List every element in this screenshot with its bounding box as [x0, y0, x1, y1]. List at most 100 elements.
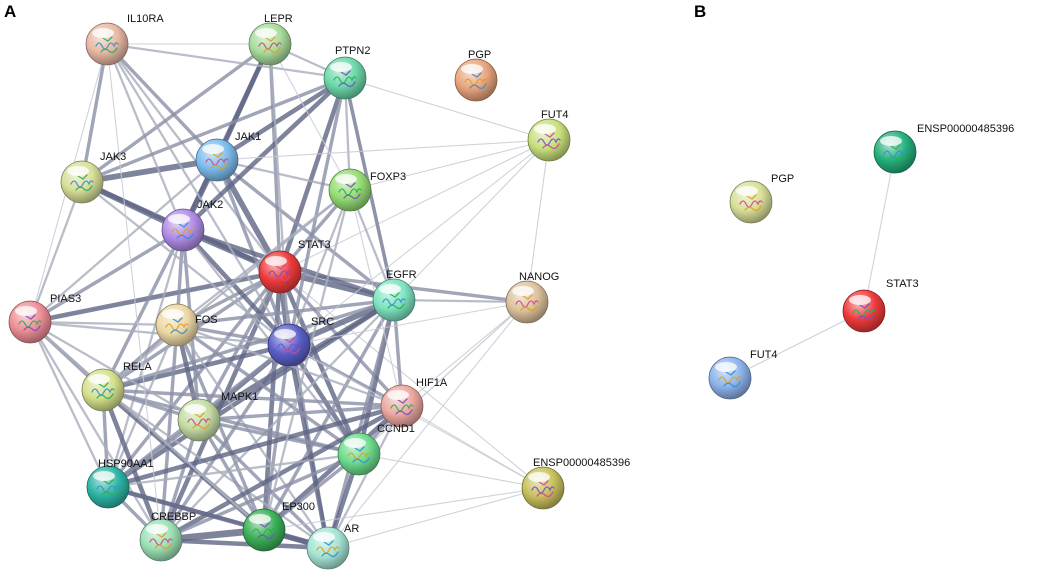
node-fut4[interactable]: FUT4	[527, 109, 571, 162]
edge-jak1-pias3	[29, 159, 218, 323]
edge-egfr-ep300	[262, 299, 396, 531]
protein-structure-icon	[252, 528, 276, 536]
edge-jak2-hsp90aa1	[106, 229, 185, 488]
protein-structure-icon	[176, 222, 194, 240]
node-ar[interactable]: AR	[306, 523, 359, 570]
bubble-highlight	[880, 136, 902, 146]
bubble-highlight	[274, 329, 296, 339]
node-hsp90aa1[interactable]: HSP90AA1	[86, 458, 154, 509]
edge-egfr-nanog	[393, 298, 528, 304]
node-fos[interactable]: FOS	[155, 303, 218, 347]
node-label: SRC	[311, 316, 334, 328]
protein-structure-icon	[883, 150, 907, 158]
node-label: STAT3	[886, 278, 919, 290]
edge-egfr-crebbp	[160, 299, 395, 541]
node-ccnd1[interactable]: CCND1	[337, 423, 415, 476]
protein-structure-icon	[744, 194, 762, 212]
node-src[interactable]: SRC	[267, 316, 334, 367]
node-ensp00000485396[interactable]: ENSP00000485396	[873, 123, 1014, 174]
node-stat3[interactable]: STAT3	[258, 239, 331, 294]
node-jak3[interactable]: JAK3	[60, 151, 126, 204]
edge-foxp3-fos	[176, 189, 351, 326]
panel-a-letter: A	[4, 2, 16, 21]
edge-hif1a-ar	[326, 405, 404, 549]
protein-structure-icon	[100, 36, 118, 54]
node-hif1a[interactable]: HIF1A	[380, 377, 448, 428]
bubble-highlight	[184, 404, 206, 414]
node-label: EGFR	[386, 269, 417, 281]
protein-structure-icon	[205, 158, 229, 166]
protein-structure-icon	[154, 532, 172, 550]
edge-ccnd1-crebbp	[160, 452, 360, 542]
edge-jak1-ptpn2	[215, 76, 347, 162]
protein-structure-icon	[469, 72, 487, 90]
edge-hif1a-hsp90aa1	[107, 403, 403, 490]
node-lepr[interactable]: LEPR	[248, 13, 293, 66]
edge-hif1a-nanog	[401, 301, 528, 407]
node-egfr[interactable]: EGFR	[372, 269, 417, 322]
node-ep300[interactable]: EP300	[242, 501, 315, 552]
node-pgp[interactable]: PGP	[729, 173, 794, 224]
node-label: RELA	[123, 361, 152, 373]
protein-structure-icon	[70, 180, 94, 188]
edge-jak2-src	[181, 228, 291, 347]
node-foxp3[interactable]: FOXP3	[328, 168, 406, 212]
bubble-highlight	[736, 186, 758, 196]
edge-fut4-src	[288, 139, 550, 346]
node-nanog[interactable]: NANOG	[505, 271, 559, 324]
bubble-highlight	[849, 295, 871, 305]
protein-structure-icon	[96, 382, 114, 400]
node-ensp00000485396[interactable]: ENSP00000485396	[521, 457, 630, 510]
edge-fut4-egfr	[393, 139, 550, 301]
edge-jak2-rela	[101, 229, 185, 391]
edge-hif1a-ep300	[262, 404, 404, 532]
node-jak1[interactable]: JAK1	[195, 131, 261, 182]
protein-structure-icon	[96, 485, 120, 493]
node-rela[interactable]: RELA	[81, 361, 152, 412]
edge-hif1a-crebbp	[159, 403, 404, 543]
edge-rela-ar	[102, 389, 329, 549]
edge-nanog-src	[288, 301, 528, 346]
protein-structure-icon	[536, 480, 554, 498]
node-il10ra[interactable]: IL10RA	[85, 13, 164, 66]
protein-structure-icon	[515, 300, 539, 308]
node-pgp[interactable]: PGP	[454, 49, 498, 102]
node-mapk1[interactable]: MAPK1	[177, 391, 258, 442]
protein-structure-icon	[852, 309, 876, 317]
bubble-highlight	[528, 472, 550, 482]
bubble-highlight	[379, 284, 401, 294]
node-label: JAK1	[235, 131, 261, 143]
edge-hsp90aa1-pias3	[28, 321, 110, 488]
edge-jak3-lepr	[80, 42, 272, 184]
node-jak2[interactable]: JAK2	[161, 199, 223, 252]
protein-structure-icon	[382, 298, 406, 306]
node-crebbp[interactable]: CREBBP	[139, 511, 196, 562]
edge-fos-pias3	[29, 320, 178, 327]
edge-crebbp-pias3	[29, 321, 162, 541]
edge-egfr-hsp90aa1	[106, 298, 396, 489]
node-label: AR	[344, 523, 359, 535]
edge-pias3-ep300	[29, 321, 265, 531]
node-stat3[interactable]: STAT3	[842, 278, 919, 333]
bubble-highlight	[88, 374, 110, 384]
node-ptpn2[interactable]: PTPN2	[323, 45, 370, 100]
node-fut4[interactable]: FUT4	[708, 349, 778, 400]
protein-structure-icon	[210, 152, 228, 170]
protein-structure-icon	[390, 404, 414, 412]
protein-structure-icon	[316, 546, 340, 554]
bubble-highlight	[67, 166, 89, 176]
node-pias3[interactable]: PIAS3	[8, 293, 81, 344]
protein-structure-icon	[857, 303, 875, 321]
protein-structure-icon	[520, 294, 538, 312]
bubble-highlight	[162, 309, 184, 319]
protein-structure-icon	[542, 132, 560, 150]
protein-structure-icon	[268, 270, 292, 278]
node-label: HSP90AA1	[98, 458, 154, 470]
node-label: MAPK1	[221, 391, 258, 403]
protein-structure-icon	[352, 446, 370, 464]
edge-fos-ccnd1	[176, 323, 360, 456]
protein-structure-icon	[192, 412, 210, 430]
